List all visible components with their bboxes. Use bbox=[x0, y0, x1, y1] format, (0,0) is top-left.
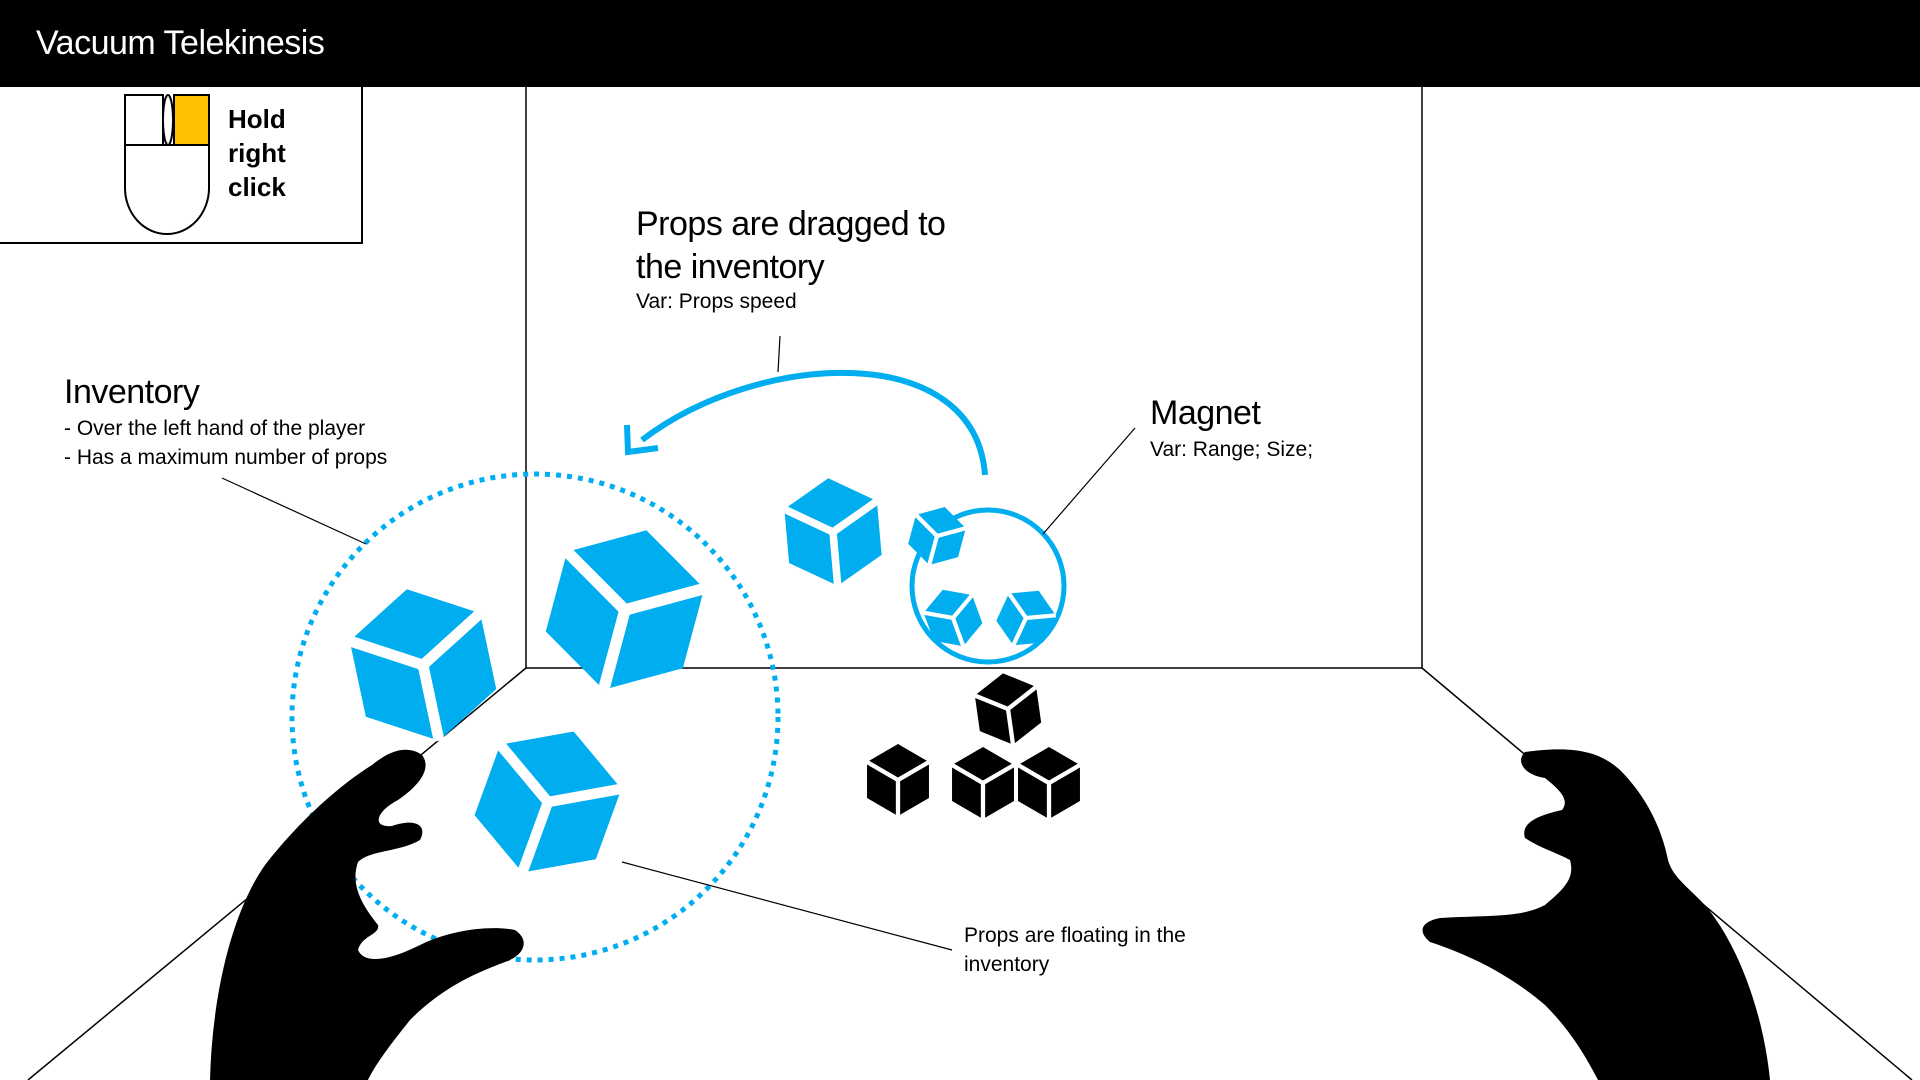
hint-line: Hold bbox=[228, 104, 286, 134]
black-cube-left bbox=[867, 744, 929, 816]
magnet-title: Magnet bbox=[1150, 394, 1261, 432]
inventory-cube-2 bbox=[535, 512, 715, 708]
drag-leader-line bbox=[777, 335, 781, 373]
hand-left bbox=[210, 749, 524, 1080]
inventory-note: - Over the left hand of the player bbox=[64, 417, 366, 440]
black-cube-mid bbox=[952, 747, 1014, 819]
inventory-title: Inventory bbox=[64, 373, 200, 411]
drag-var: Var: Props speed bbox=[636, 290, 797, 313]
drag-title-line: the inventory bbox=[636, 248, 825, 286]
magnet-var: Var: Range; Size; bbox=[1150, 438, 1314, 461]
hint-line: right bbox=[228, 138, 286, 168]
hint-line: click bbox=[228, 172, 286, 202]
magnet-circle bbox=[909, 507, 1067, 665]
inventory-notes: - Over the left hand of the player - Has… bbox=[64, 414, 387, 472]
control-hint: Hold right click bbox=[228, 102, 286, 204]
inventory-circle bbox=[289, 471, 781, 963]
floating-line: Props are floating in the bbox=[964, 924, 1186, 947]
magnet-leader-line bbox=[1042, 427, 1136, 535]
drag-annotation-title: Props are dragged to the inventory bbox=[636, 203, 946, 289]
inventory-cube-1 bbox=[342, 575, 505, 754]
inventory-cube-3 bbox=[462, 709, 635, 894]
page-title: Vacuum Telekinesis bbox=[36, 24, 325, 62]
floating-line: inventory bbox=[964, 953, 1050, 976]
prop-cube-magnet-2 bbox=[918, 581, 987, 655]
black-cube-top bbox=[972, 669, 1043, 749]
header-bar: Vacuum Telekinesis bbox=[0, 0, 1920, 87]
prop-cube-magnet-3 bbox=[990, 580, 1062, 656]
hand-right bbox=[1422, 749, 1770, 1080]
inventory-leader-line bbox=[221, 477, 367, 545]
black-cube-right bbox=[1018, 747, 1080, 819]
floating-leader-line bbox=[621, 861, 953, 951]
curved-arrow bbox=[624, 369, 988, 476]
floating-annotation: Props are floating in the inventory bbox=[964, 921, 1186, 979]
controls-box bbox=[0, 87, 363, 244]
drag-title-line: Props are dragged to bbox=[636, 205, 946, 243]
mouse-icon bbox=[124, 94, 210, 235]
inventory-note: - Has a maximum number of props bbox=[64, 446, 388, 469]
prop-cube-large bbox=[782, 474, 884, 590]
